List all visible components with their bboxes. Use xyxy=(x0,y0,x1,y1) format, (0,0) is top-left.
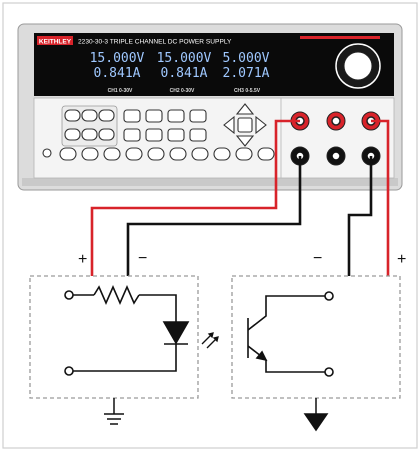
key[interactable] xyxy=(167,128,185,142)
key[interactable] xyxy=(145,109,163,123)
key[interactable] xyxy=(257,147,275,161)
key[interactable] xyxy=(169,147,187,161)
key[interactable] xyxy=(59,147,77,161)
model-title: 2230-30-3 TRIPLE CHANNEL DC POWER SUPPLY xyxy=(78,39,232,46)
ch3-voltage: 5.000V xyxy=(223,51,270,66)
key[interactable] xyxy=(123,109,141,123)
ch2-current: 0.841A xyxy=(161,66,208,81)
left-plus-label: + xyxy=(78,251,87,268)
input-bottom-terminal xyxy=(64,366,74,376)
input-circuit xyxy=(64,285,190,376)
key[interactable] xyxy=(145,128,163,142)
led-symbol xyxy=(162,321,190,345)
navigation-pad xyxy=(223,103,267,147)
key[interactable] xyxy=(81,109,98,122)
ch1-label: CH1 0-30V xyxy=(108,88,133,94)
ch1-current: 0.841A xyxy=(94,66,141,81)
output-top-terminal xyxy=(324,291,334,301)
key[interactable] xyxy=(189,128,207,142)
ch2-label: CH2 0-30V xyxy=(170,88,195,94)
left-minus-label: − xyxy=(138,250,147,267)
input-top-terminal xyxy=(64,290,74,300)
accent-bar xyxy=(300,36,380,39)
rotary-knob-inner[interactable] xyxy=(343,51,373,81)
key[interactable] xyxy=(235,147,253,161)
right-negative-wire xyxy=(347,156,373,276)
right-minus-label: − xyxy=(313,250,322,267)
optocoupler-arrows-icon xyxy=(201,332,219,349)
key[interactable] xyxy=(81,147,99,161)
keypad xyxy=(42,105,275,161)
key[interactable] xyxy=(98,128,115,141)
nav-center-button[interactable] xyxy=(237,117,253,133)
right-plus-label: + xyxy=(397,251,406,268)
wiring xyxy=(90,119,390,276)
key[interactable] xyxy=(167,109,185,123)
ch1-voltage: 15.000V xyxy=(90,51,145,66)
key[interactable] xyxy=(98,109,115,122)
emitter-arrow xyxy=(255,350,268,362)
left-negative-wire xyxy=(126,156,302,276)
brand-badge xyxy=(37,36,73,45)
display-panel xyxy=(34,33,394,96)
terminal-core xyxy=(331,116,341,126)
output-bottom-terminal xyxy=(324,367,334,377)
key[interactable] xyxy=(64,109,81,122)
ch3-label: CH3 0-5.5V xyxy=(234,88,261,94)
terminal-core xyxy=(331,151,341,161)
key[interactable] xyxy=(191,147,209,161)
ch3-current: 2.071A xyxy=(223,66,270,81)
ch2-voltage: 15.000V xyxy=(157,51,212,66)
chassis-ground-symbol xyxy=(303,398,329,432)
output-circuit xyxy=(247,291,334,377)
left-positive-wire xyxy=(90,119,300,276)
wire-segment xyxy=(139,294,177,322)
wire-segment xyxy=(73,344,177,372)
brand-label: KEITHLEY xyxy=(39,39,72,46)
nav-down-icon[interactable] xyxy=(235,135,255,147)
key[interactable] xyxy=(189,109,207,123)
phototransistor-emitter xyxy=(247,345,325,373)
resistor-symbol xyxy=(93,285,140,305)
key[interactable] xyxy=(123,128,141,142)
power-supply-instrument: KEITHLEY 2230-30-3 TRIPLE CHANNEL DC POW… xyxy=(17,23,403,191)
key[interactable] xyxy=(213,147,231,161)
nav-right-icon[interactable] xyxy=(255,115,267,135)
right-positive-wire xyxy=(371,119,390,276)
instrument-bottom-bezel xyxy=(22,178,398,186)
power-button[interactable] xyxy=(42,148,52,158)
key[interactable] xyxy=(64,128,81,141)
ground-symbol xyxy=(104,398,124,425)
nav-up-icon[interactable] xyxy=(235,103,255,115)
key[interactable] xyxy=(147,147,165,161)
key[interactable] xyxy=(103,147,121,161)
key[interactable] xyxy=(125,147,143,161)
phototransistor-collector xyxy=(247,295,325,331)
nav-left-icon[interactable] xyxy=(223,115,235,135)
key[interactable] xyxy=(81,128,98,141)
